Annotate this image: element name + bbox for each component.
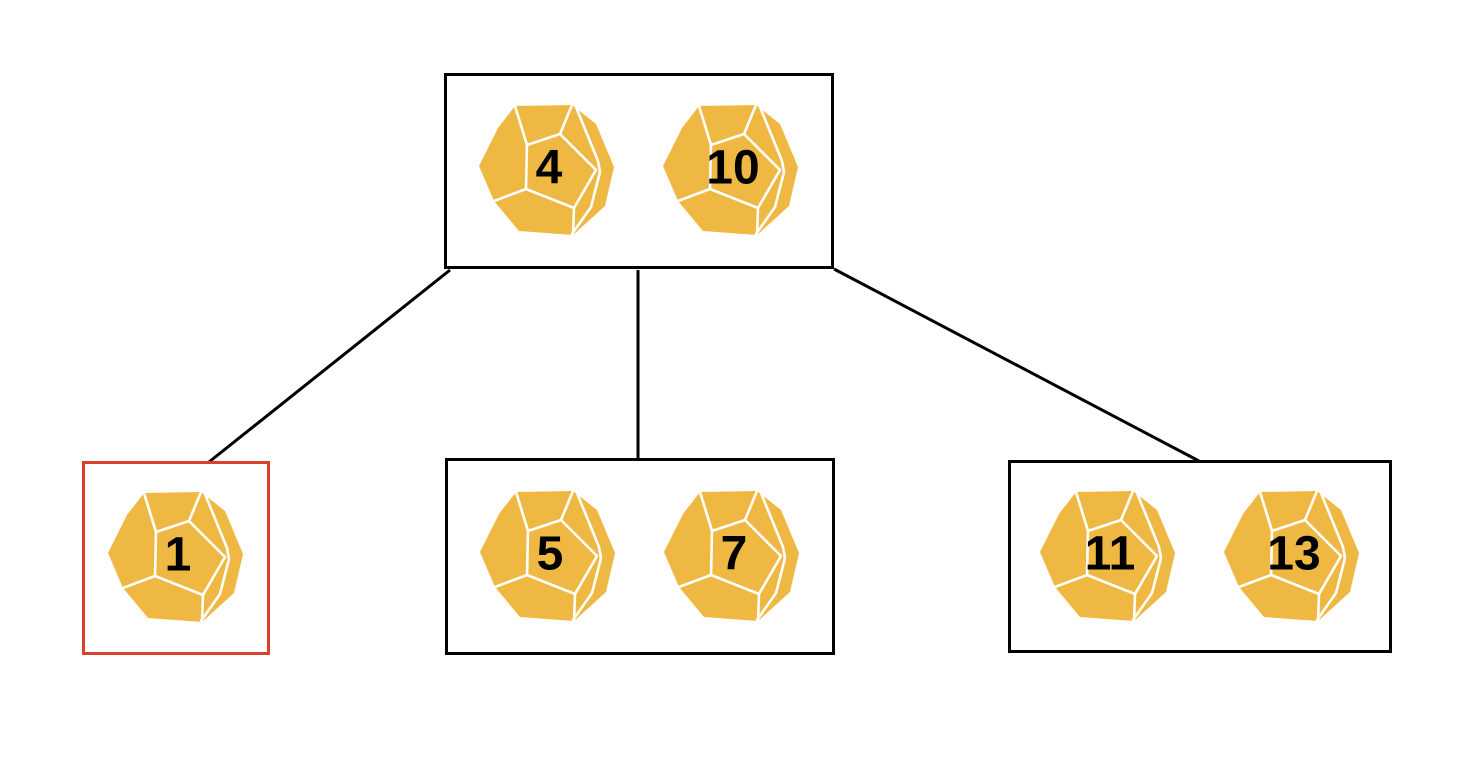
dodecahedron-die-icon: 4 bbox=[479, 104, 615, 237]
key-label: 13 bbox=[1267, 527, 1320, 580]
tree-node-child-right: 11 13 bbox=[1008, 460, 1392, 653]
edge-root-to-left-child bbox=[208, 268, 451, 464]
key-label: 5 bbox=[537, 527, 564, 580]
key-label: 1 bbox=[165, 529, 192, 582]
dodecahedron-die-icon: 7 bbox=[664, 489, 800, 622]
key-label: 4 bbox=[536, 142, 563, 195]
dodecahedron-die-icon: 5 bbox=[480, 489, 616, 622]
key-label: 11 bbox=[1085, 527, 1136, 580]
key-label: 7 bbox=[721, 527, 748, 580]
dodecahedron-die-icon: 11 bbox=[1040, 489, 1176, 622]
edge-root-to-right-child bbox=[833, 267, 1200, 463]
tree-node-root: 4 10 bbox=[444, 73, 834, 269]
dodecahedron-die-icon: 13 bbox=[1224, 489, 1360, 622]
dodecahedron-die-icon: 10 bbox=[663, 104, 799, 237]
tree-node-child-middle: 5 7 bbox=[445, 458, 835, 655]
dodecahedron-die-icon: 1 bbox=[108, 491, 244, 624]
key-label: 10 bbox=[706, 142, 759, 195]
tree-node-child-left-highlighted: 1 bbox=[82, 461, 270, 655]
